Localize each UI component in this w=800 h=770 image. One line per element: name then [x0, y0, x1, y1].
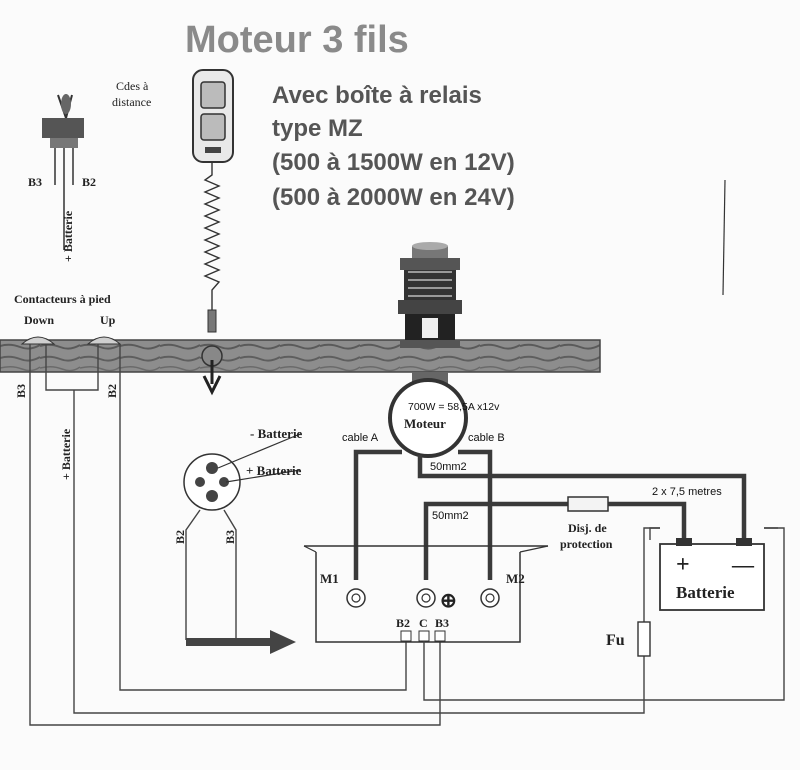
subtitle-line-3: (500 à 1500W en 12V) — [272, 149, 515, 176]
foot-b3-label: B3 — [14, 384, 28, 398]
battery-icon — [649, 527, 778, 611]
relay-m2-label: M2 — [506, 571, 525, 586]
toggle-battery-label: + Batterie — [61, 210, 75, 262]
motor-name-label: Moteur — [404, 416, 446, 431]
arrow-right-icon — [186, 630, 296, 654]
wire-fuse-battery — [643, 527, 660, 622]
breaker-label-1: Disj. de — [568, 521, 607, 535]
battery-plus-label: + — [676, 552, 690, 578]
cable-b — [458, 449, 493, 580]
cable-length-label: 2 x 7,5 metres — [652, 486, 722, 498]
foot-up-label: Up — [100, 313, 116, 327]
battery-label: Batterie — [676, 583, 735, 602]
wire-battery-plus — [73, 390, 645, 714]
wire-foot-common — [45, 344, 99, 391]
deck — [0, 339, 601, 373]
foot-switch-up-icon — [86, 336, 122, 345]
subtitle-line-2: type MZ — [272, 115, 363, 142]
relay-box — [303, 545, 549, 643]
connector-b3-label: B3 — [223, 530, 237, 544]
relay-b3-label: B3 — [435, 616, 449, 630]
fuse-label: Fu — [606, 632, 625, 649]
cable-motor-common — [417, 455, 747, 538]
wire-connector-b3 — [223, 509, 237, 640]
stray-line — [722, 179, 726, 296]
remote-label-1: Cdes à — [116, 79, 149, 93]
fuse-icon — [637, 621, 651, 657]
foot-switches-title: Contacteurs à pied — [14, 292, 111, 306]
motor-icon — [388, 372, 468, 458]
remote-label-2: distance — [112, 95, 151, 109]
relay-b2-label: B2 — [396, 616, 410, 630]
cable-breaker-battery — [608, 501, 687, 538]
subtitle-line-4: (500 à 2000W en 24V) — [272, 184, 515, 211]
foot-b2-label: B2 — [105, 384, 119, 398]
toggle-b3-label: B3 — [28, 175, 42, 189]
arrow-down-icon — [202, 360, 222, 396]
foot-down-label: Down — [24, 313, 54, 327]
wire-down-b3 — [29, 344, 441, 726]
cable-a — [353, 449, 402, 580]
page-title: Moteur 3 fils — [185, 19, 409, 61]
relay-terminals — [346, 588, 500, 608]
wire-up-b2 — [119, 344, 407, 691]
windlass-icon — [398, 242, 462, 348]
foot-switch-down-icon — [20, 336, 56, 345]
relay-plus-symbol: ⊕ — [440, 590, 457, 612]
battery-minus-label: — — [731, 552, 755, 577]
toggle-switch-icon — [42, 94, 84, 250]
connector-b2-label: B2 — [173, 530, 187, 544]
cable-section-1-label: 50mm2 — [430, 461, 467, 473]
remote-coil-cable — [203, 162, 221, 310]
connector-minus-label: - Batterie — [250, 426, 303, 441]
toggle-b2-label: B2 — [82, 175, 96, 189]
wire-connector-b2 — [185, 509, 201, 640]
cable-section-2-label: 50mm2 — [432, 510, 469, 522]
breaker-label-2: protection — [560, 537, 613, 551]
breaker-icon — [567, 496, 609, 512]
cable-a-label: cable A — [342, 432, 379, 444]
cable-relay-positive — [423, 501, 568, 580]
foot-battery-label: + Batterie — [59, 428, 73, 480]
cable-b-label: cable B — [468, 432, 505, 444]
connector-plus-label: + Batterie — [246, 463, 302, 478]
relay-m1-label: M1 — [320, 571, 339, 586]
relay-small-terminals — [400, 630, 446, 642]
motor-power-label: 700W = 58,5A x12v — [408, 401, 500, 413]
relay-c-label: C — [419, 616, 428, 630]
subtitle-line-1: Avec boîte à relais — [272, 82, 482, 109]
connector-socket-icon — [183, 433, 301, 511]
remote-control-icon — [192, 69, 234, 163]
remote-plug — [207, 309, 217, 333]
